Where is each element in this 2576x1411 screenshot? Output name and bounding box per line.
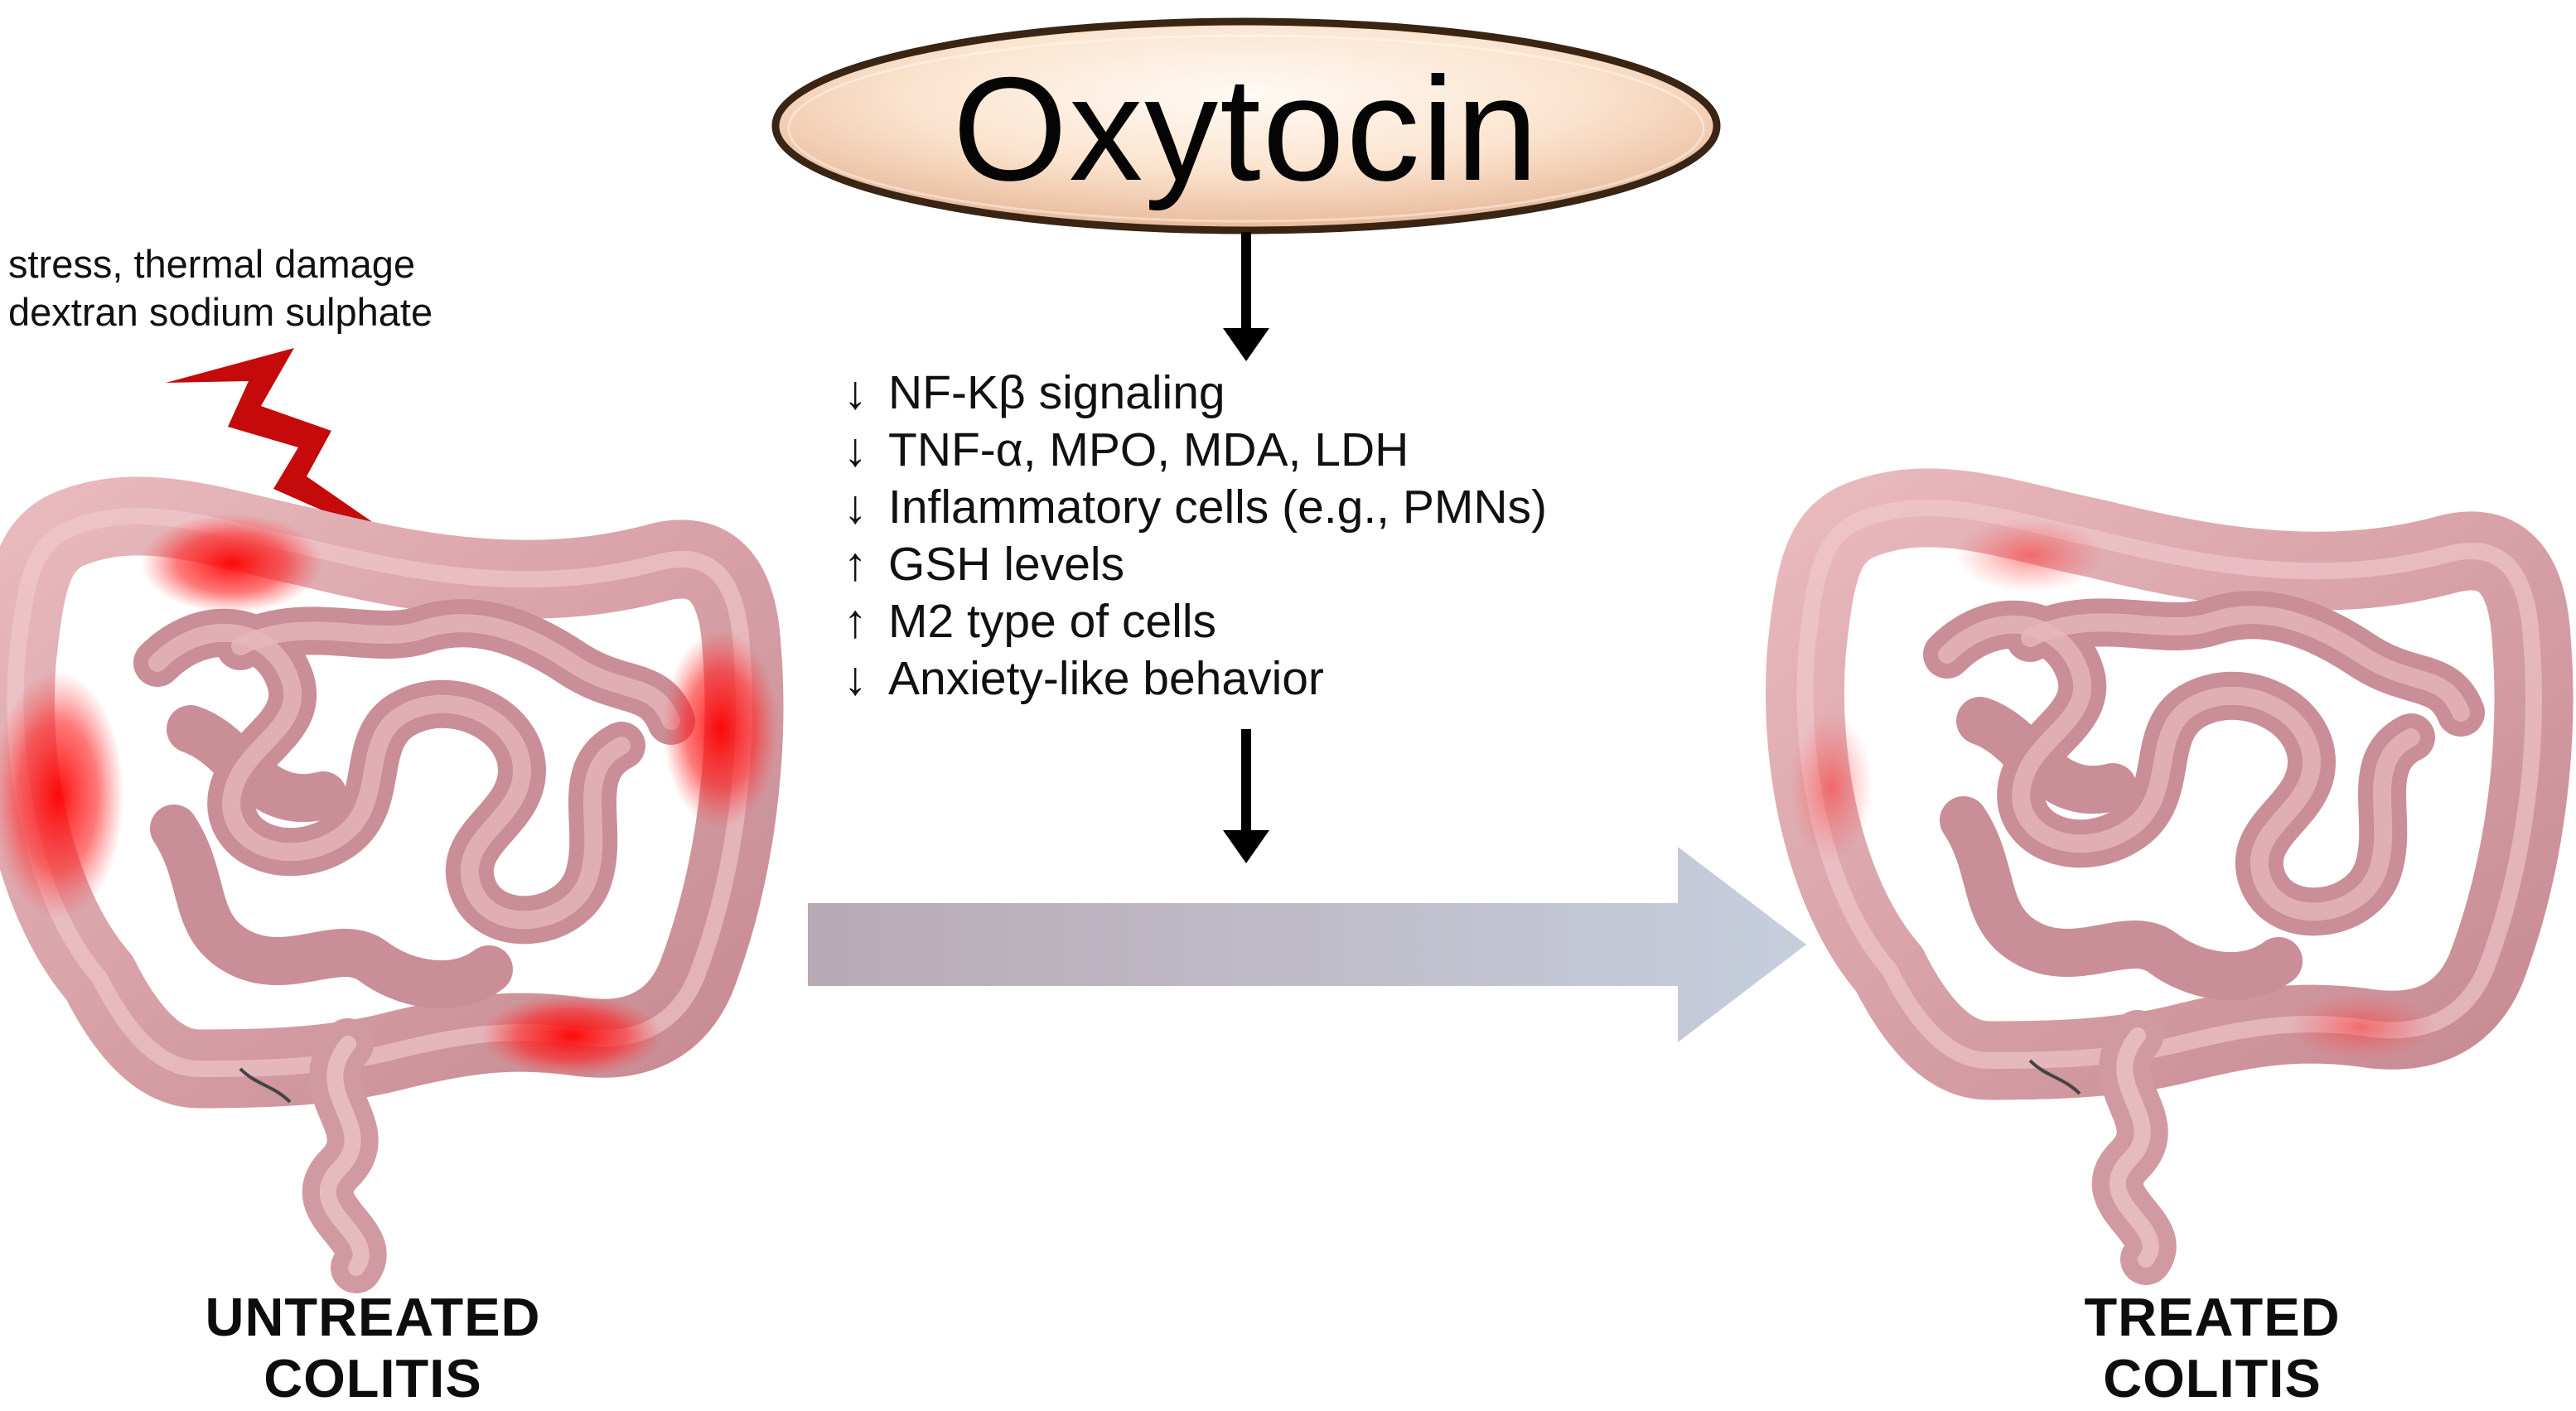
effect-text: GSH levels	[888, 538, 1125, 591]
effect-arrow: ↓	[843, 366, 868, 419]
effects-list: ↓ NF-Kβ signaling ↓ TNF-α, MPO, MDA, LDH ↓…	[843, 365, 1547, 708]
caption-untreated-colitis: UNTREATED COLITIS	[99, 1287, 646, 1409]
effect-arrow: ↑	[843, 538, 868, 591]
treatment-arrow	[808, 847, 1806, 1042]
effect-text: TNF-α, MPO, MDA, LDH	[888, 423, 1409, 476]
stressor-line-1: stress, thermal damage	[8, 242, 416, 286]
effect-item: ↓ Anxiety-like behavior	[843, 650, 1547, 708]
effect-item: ↓ NF-Kβ signaling	[843, 365, 1547, 422]
intestine-illustration-treated	[1790, 508, 2534, 1259]
effect-text: Inflammatory cells (e.g., PMNs)	[888, 481, 1547, 534]
caption-line: COLITIS	[2103, 1348, 2322, 1409]
effect-item: ↑ M2 type of cells	[843, 593, 1547, 650]
effect-arrow: ↑	[843, 595, 868, 648]
intestine-illustration-untreated	[0, 514, 779, 1268]
stressor-line-2: dextran sodium sulphate	[8, 290, 433, 334]
effect-text: NF-Kβ signaling	[888, 366, 1225, 419]
effect-arrow: ↓	[843, 652, 868, 705]
effect-item: ↓ Inflammatory cells (e.g., PMNs)	[843, 479, 1547, 536]
stressor-list: stress, thermal damage dextran sodium su…	[8, 240, 433, 336]
down-arrow-upper	[1223, 232, 1269, 361]
effect-item: ↓ TNF-α, MPO, MDA, LDH	[843, 422, 1547, 479]
effect-text: M2 type of cells	[888, 595, 1216, 648]
effect-text: Anxiety-like behavior	[888, 652, 1324, 705]
title-oxytocin: Oxytocin	[952, 46, 1540, 211]
effect-item: ↑ GSH levels	[843, 536, 1547, 593]
caption-line: UNTREATED	[205, 1287, 541, 1347]
caption-line: TREATED	[2084, 1287, 2341, 1347]
down-arrow-lower	[1223, 729, 1269, 863]
caption-treated-colitis: TREATED COLITIS	[1955, 1287, 2469, 1409]
effect-arrow: ↓	[843, 423, 868, 476]
caption-line: COLITIS	[263, 1348, 482, 1409]
effect-arrow: ↓	[843, 481, 868, 534]
oxytocin-pill	[771, 17, 1721, 234]
